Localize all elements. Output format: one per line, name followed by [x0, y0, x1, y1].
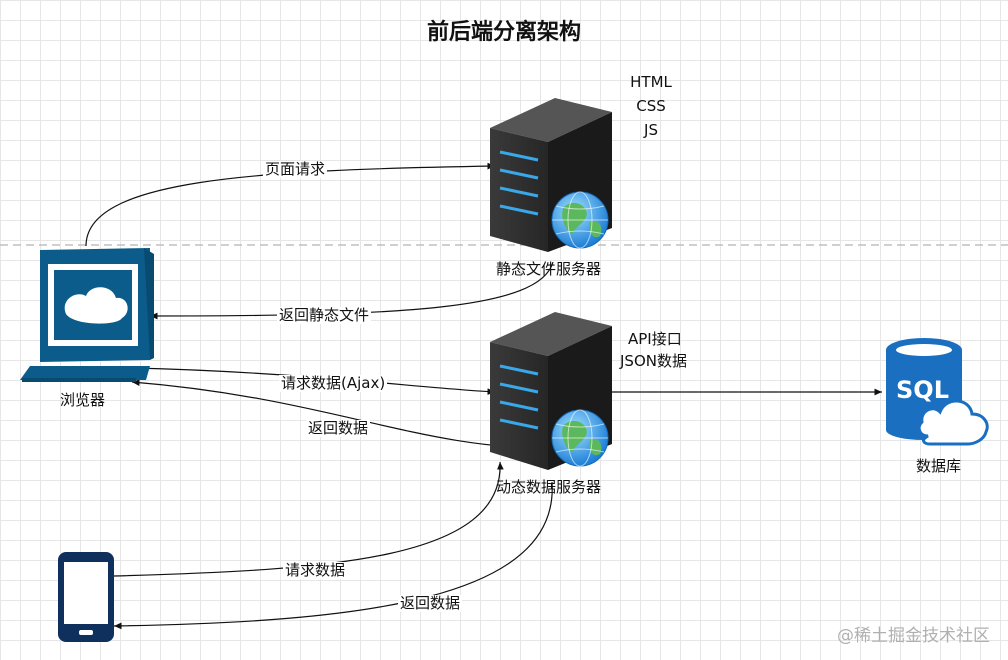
edge-label-return-static: 返回静态文件	[277, 306, 372, 324]
static-file-js: JS	[644, 121, 658, 139]
watermark: @稀土掘金技术社区	[837, 626, 990, 646]
edge-return-mobile	[113, 481, 553, 630]
cloud-icon	[917, 399, 989, 446]
edge-label-return-mobile: 返回数据	[398, 594, 463, 612]
cloud-icon	[64, 287, 128, 324]
edge-label-page-request: 页面请求	[263, 160, 328, 178]
browser-label: 浏览器	[60, 391, 106, 409]
dynamic-server-icon	[490, 312, 612, 470]
json-data-label: JSON数据	[620, 352, 687, 370]
static-files-list: HTML CSS JS	[618, 70, 684, 142]
static-file-css: CSS	[636, 97, 666, 115]
database-label: 数据库	[916, 457, 962, 475]
globe-icon	[551, 409, 609, 467]
edge-request-mobile	[113, 461, 504, 577]
diagram-title: 前后端分离架构	[426, 20, 581, 45]
database-icon	[886, 338, 989, 446]
edge-label-request-ajax: 请求数据(Ajax)	[279, 374, 388, 392]
dynamic-server-label: 动态数据服务器	[496, 478, 602, 496]
edge-label-return-data-browser: 返回数据	[306, 419, 371, 437]
static-file-html: HTML	[630, 73, 672, 91]
edge-page-request	[85, 162, 496, 247]
database-badge: SQL	[896, 376, 949, 404]
globe-icon	[551, 191, 609, 249]
static-server-icon	[490, 98, 612, 252]
api-interface-label: API接口	[628, 330, 682, 348]
phone-icon	[58, 552, 114, 642]
edge-return-static	[149, 261, 554, 320]
static-server-label: 静态文件服务器	[496, 260, 602, 278]
edge-label-request-mobile: 请求数据	[283, 561, 348, 579]
api-notes: API接口 JSON数据	[620, 328, 687, 372]
computer-icon	[20, 248, 154, 382]
